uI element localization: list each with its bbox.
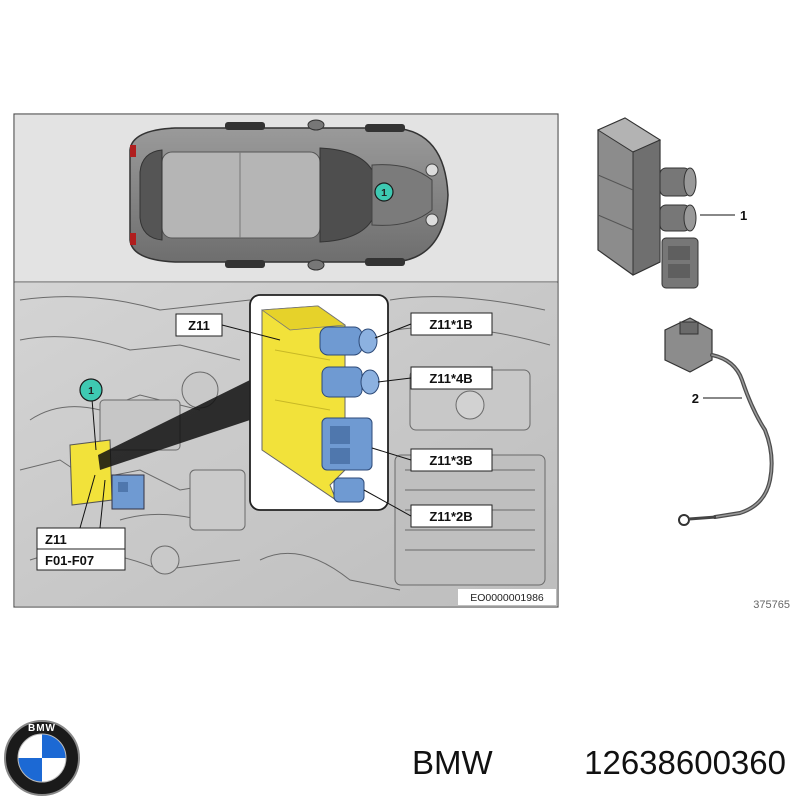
part-1-control-unit (596, 117, 735, 289)
part-2-callout: 2 (692, 391, 699, 406)
illustration-code: EO0000001986 (470, 592, 544, 604)
brand-name: BMW (412, 744, 494, 781)
car-callout-number: 1 (381, 187, 387, 199)
label-z11-4b: Z11*4B (377, 366, 493, 390)
connector-2b (333, 477, 365, 503)
engine-callout-number: 1 (88, 385, 94, 397)
zoom-wedge (98, 380, 250, 470)
svg-text:Z11: Z11 (45, 532, 67, 547)
svg-text:Z11*1B: Z11*1B (429, 317, 472, 332)
connector-4b (321, 366, 380, 398)
connector-3b (321, 417, 373, 471)
svg-text:F01-F07: F01-F07 (45, 553, 94, 568)
label-z11-1b: Z11*1B (374, 312, 493, 339)
connector-1b (319, 326, 378, 356)
zoom-inset (249, 294, 389, 511)
svg-text:Z11*4B: Z11*4B (429, 371, 472, 386)
label-z11-2b: Z11*2B (363, 489, 493, 528)
part-number: 12638600360 (584, 744, 786, 781)
bmw-logo: BMW (4, 720, 80, 796)
label-z11-main: Z11 (175, 313, 281, 341)
bmw-logo-lettering: BMW (28, 723, 56, 734)
label-z11-3b: Z11*3B (371, 447, 493, 472)
label-z11-fuses: Z11 F01-F07 (36, 474, 126, 571)
car-top-view (129, 119, 449, 271)
part-2-cable (664, 317, 774, 526)
svg-text:Z11*2B: Z11*2B (429, 509, 472, 524)
part-1-callout: 1 (740, 208, 747, 223)
svg-text:Z11: Z11 (188, 318, 210, 333)
engine-callout-marker: 1 (79, 378, 103, 451)
svg-text:Z11*3B: Z11*3B (429, 453, 472, 468)
diagram-number: 375765 (753, 599, 790, 611)
car-callout-marker: 1 (374, 182, 394, 202)
